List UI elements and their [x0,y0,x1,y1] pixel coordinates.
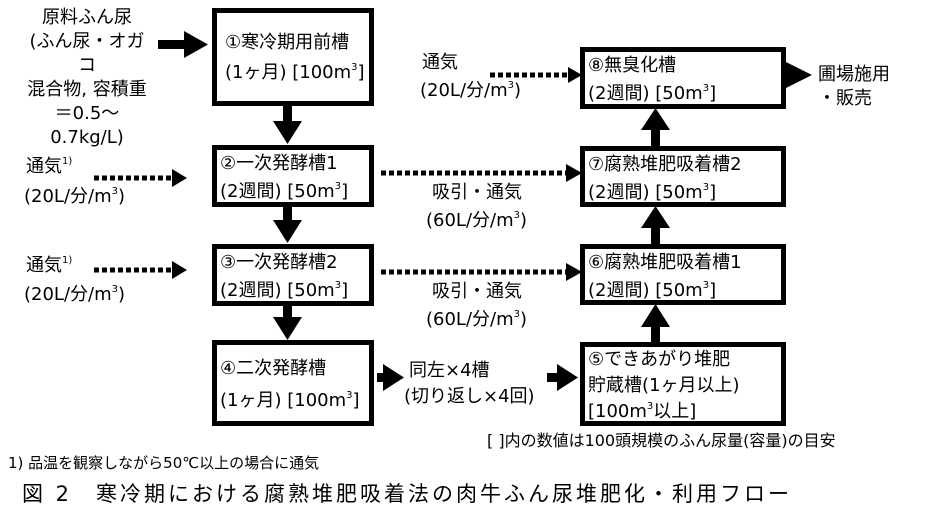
input-line-4: ＝0.5〜0.7kg/L) [50,103,124,148]
box-6-mature-compost-adsorption-1: ⑥腐熟堆肥吸着槽1 (2週間) [50m3] [580,244,786,305]
box-7-detail: (2週間) [50m3] [588,182,717,203]
box-4-secondary-fermentation: ④二次発酵槽 (1ヶ月) [100m3] [212,340,374,426]
aeration-top-rate: (20L/分/m3) [420,80,522,101]
box-3-title: ③一次発酵槽2 [220,252,338,273]
dotted-arrow-aeration-to-box8 [490,67,582,83]
figure-title: 図 2 寒冷期における腐熟堆肥吸着法の肉牛ふん尿堆肥化・利用フロー [22,482,793,506]
box-4-title: ④二次発酵槽 [220,358,327,379]
arrow-input-to-box1 [158,31,208,58]
box-1-detail: (1ヶ月) [100m3] [225,62,365,83]
arrow-box3-to-box4 [273,305,302,340]
suction-2-label: 吸引・通気 [432,281,522,302]
arrow-same-left-to-box5 [547,364,578,391]
input-line-3: 混合物, 容積重 [27,79,147,100]
output-sale: ・販売 [818,88,872,109]
box-8-title: ⑧無臭化槽 [588,55,677,76]
arrow-box2-to-box3 [273,206,302,243]
box-7-mature-compost-adsorption-2: ⑦腐熟堆肥吸着槽2 (2週間) [50m3] [580,146,786,207]
box-1-cold-season-pretank: ①寒冷期用前槽 (1ヶ月) [100m3] [212,8,374,106]
box-2-primary-fermentation-1: ②一次発酵槽1 (2週間) [50m3] [212,145,374,207]
arrow-box5-to-box6 [641,304,670,344]
box-1-title: ①寒冷期用前槽 [225,32,350,53]
aeration-3-rate: (20L/分/m3) [24,284,126,305]
arrow-box8-to-output [786,62,812,88]
input-line-2: (ふん尿・オガコ [29,31,145,76]
box-5-line2: 貯蔵槽(1ヶ月以上) [588,375,740,396]
box-8-deodorizing-tank: ⑧無臭化槽 (2週間) [50m3] [580,47,786,109]
raw-material-label: 原料ふん尿 (ふん尿・オガコ 混合物, 容積重 ＝0.5〜0.7kg/L) [22,6,152,150]
dotted-arrow-aeration-to-box3 [94,261,187,279]
input-line-1: 原料ふん尿 [42,7,132,28]
box-3-detail: (2週間) [50m3] [220,280,349,301]
box-7-title: ⑦腐熟堆肥吸着槽2 [588,154,742,175]
box-6-title: ⑥腐熟堆肥吸着槽1 [588,252,742,273]
dotted-arrow-aeration-to-box2 [94,169,187,187]
turning-label: (切り返し×4回) [404,386,535,407]
footnote: 1) 品温を観察しながら50℃以上の場合に通気 [8,454,320,472]
box-6-detail: (2週間) [50m3] [588,280,717,301]
arrow-box4-to-same-left [377,364,404,391]
suction-2-rate: (60L/分/m3) [426,309,528,330]
box-8-detail: (2週間) [50m3] [588,83,717,104]
output-field-application: 圃場施用 [818,64,890,85]
box-5-finished-compost-storage: ⑤できあがり堆肥 貯蔵槽(1ヶ月以上) [100m3以上] [580,342,786,426]
box-2-detail: (2週間) [50m3] [220,181,349,202]
aeration-3-label: 通気1) [26,255,73,276]
dotted-arrow-box2-to-box7 [381,164,582,182]
box-5-detail: [100m3以上] [588,401,697,422]
dotted-arrow-box3-to-box6 [381,263,582,281]
aeration-2-rate: (20L/分/m3) [24,186,126,207]
box-4-detail: (1ヶ月) [100m3] [220,390,360,411]
box-5-title: ⑤できあがり堆肥 [588,349,731,370]
arrow-box7-to-box8 [641,108,670,147]
aeration-2-label: 通気1) [26,156,73,177]
suction-1-rate: (60L/分/m3) [426,210,528,231]
box-2-title: ②一次発酵槽1 [220,153,338,174]
bracket-note: [ ]内の数値は100頭規模のふん尿量(容量)の目安 [487,431,836,450]
aeration-top-label: 通気 [422,52,458,73]
arrow-box6-to-box7 [641,206,670,245]
arrow-box1-to-box2 [273,105,302,144]
same-left-label: 同左×4槽 [409,360,490,381]
suction-1-label: 吸引・通気 [432,182,522,203]
box-3-primary-fermentation-2: ③一次発酵槽2 (2週間) [50m3] [212,244,374,306]
